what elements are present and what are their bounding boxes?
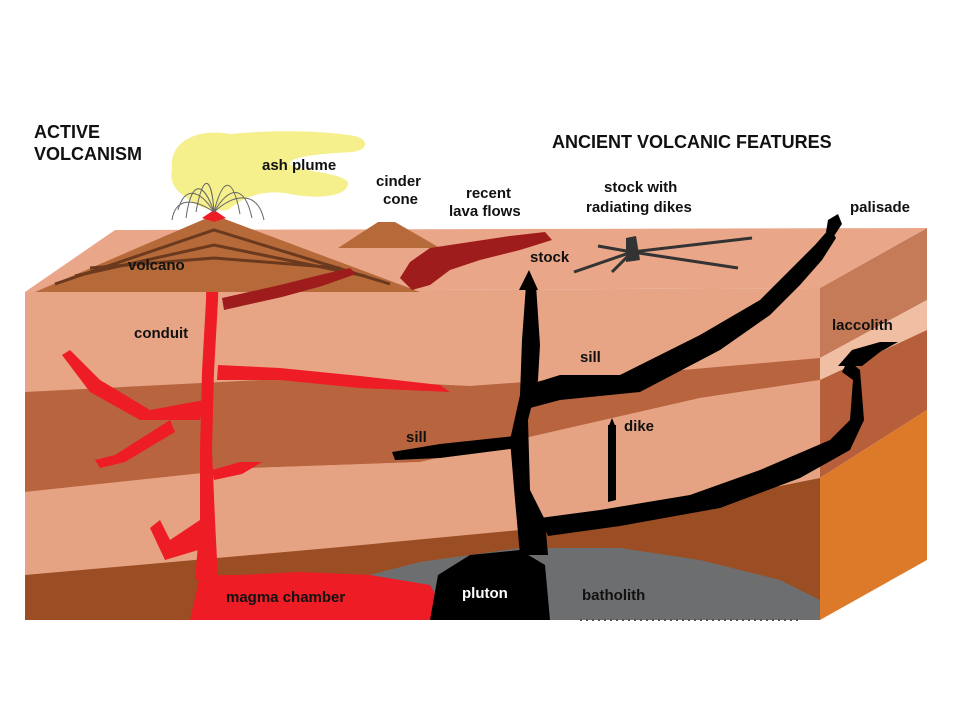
- label-sill-lower: sill: [406, 429, 427, 446]
- label-ash-plume: ash plume: [262, 157, 336, 174]
- conduit-branch-left: [62, 350, 204, 420]
- lower-sill: [392, 436, 518, 460]
- conduit-branch-lower: [150, 520, 205, 560]
- magma-chamber: [190, 572, 450, 620]
- magma-conduit-group: [62, 222, 450, 580]
- upper-sill-dike: [528, 228, 836, 408]
- label-recent-lava-line2: lava flows: [449, 203, 521, 220]
- label-laccolith: laccolith: [832, 317, 893, 334]
- title-active-line2: VOLCANISM: [34, 144, 142, 164]
- label-cinder-cone-line2: cone: [383, 191, 418, 208]
- volcano: [35, 210, 420, 292]
- label-stock-dikes-line2: radiating dikes: [586, 199, 692, 216]
- spray-line-3: [195, 183, 215, 213]
- label-stock-dikes-line1: stock with: [604, 179, 677, 196]
- laccolith-body: [838, 342, 898, 366]
- conduit-branch-left-lower: [95, 420, 175, 468]
- label-pluton: pluton: [462, 585, 508, 602]
- eruption-spray: [171, 183, 265, 221]
- volcano-strata-3: [89, 256, 341, 270]
- ash-plume: [171, 131, 366, 211]
- surface-stock: [626, 236, 640, 262]
- label-cinder-cone-line1: cinder: [376, 173, 421, 190]
- spray-line-7: [171, 201, 215, 221]
- spray-line-6: [213, 197, 265, 221]
- spray-line-5: [213, 192, 253, 219]
- label-batholith: batholith: [582, 587, 645, 604]
- stock-conduit: [510, 285, 548, 555]
- recent-lava-flows: [400, 232, 552, 290]
- label-recent-lava-line1: recent: [466, 185, 511, 202]
- side-face: [820, 228, 927, 620]
- label-volcano: volcano: [128, 257, 185, 274]
- spray-line-4: [213, 184, 241, 215]
- volcano-cone: [35, 215, 420, 292]
- title-active-line1: ACTIVE: [34, 122, 100, 142]
- label-stock: stock: [530, 249, 570, 266]
- spray-line-2: [185, 188, 215, 219]
- stock-peak: [519, 270, 538, 290]
- magma-conduit: [195, 222, 220, 580]
- label-conduit: conduit: [134, 325, 188, 342]
- label-sill-upper: sill: [580, 349, 601, 366]
- volcano-lava-flow: [222, 268, 356, 310]
- intrusions: [392, 214, 898, 555]
- pluton-body: [430, 550, 550, 620]
- label-palisade: palisade: [850, 199, 910, 216]
- volcano-vent: [202, 210, 226, 222]
- label-dike: dike: [624, 418, 654, 435]
- side-face-top-layer: [820, 228, 927, 358]
- rock-layer-light-2: [25, 380, 820, 575]
- dike-tip: [608, 418, 616, 428]
- side-face-orange-layer: [820, 410, 927, 620]
- cinder-cone: [338, 222, 440, 248]
- laccolith-feeder: [540, 360, 864, 536]
- dike-vertical: [608, 425, 616, 502]
- radiating-dike-1: [631, 236, 753, 254]
- radiating-dike-3: [573, 250, 633, 274]
- title-ancient: ANCIENT VOLCANIC FEATURES: [552, 132, 832, 152]
- radiating-dike-2: [631, 250, 739, 270]
- label-magma-chamber: magma chamber: [226, 589, 345, 606]
- palisade-cap: [826, 214, 842, 236]
- conduit-branch-right: [217, 365, 450, 392]
- conduit-branch-right-lower: [212, 462, 262, 480]
